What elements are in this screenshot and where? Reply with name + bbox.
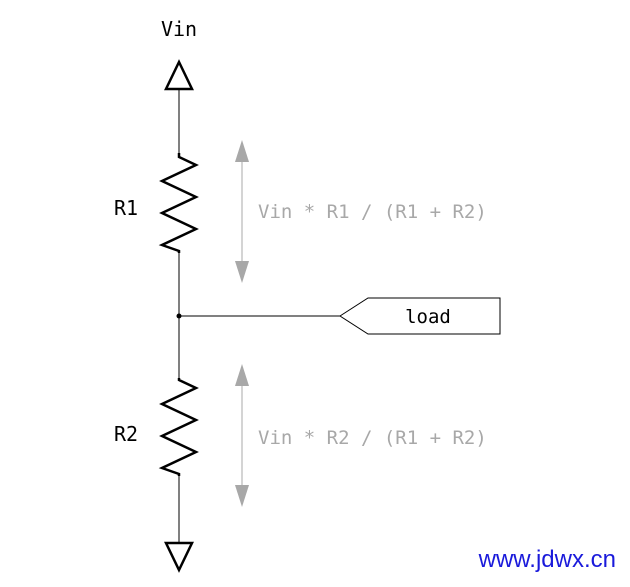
r1-label: R1 [114,196,138,220]
watermark-text: www.jdwx.cn [478,546,616,573]
resistor-r1-icon [158,153,199,253]
load-port-label: load [405,306,451,328]
bottom-voltage-formula: Vin * R2 / (R1 + R2) [258,427,487,449]
resistor-r2-icon [158,378,199,476]
r2-label: R2 [114,422,138,446]
bottom-voltage-arrow-icon [235,364,249,507]
top-voltage-arrow-icon [235,140,249,283]
load-port-shape [339,297,501,335]
top-voltage-formula: Vin * R1 / (R1 + R2) [258,201,487,223]
vin-source-triangle-icon [164,59,194,91]
ground-triangle-icon [164,541,194,573]
vin-label: Vin [161,17,197,41]
